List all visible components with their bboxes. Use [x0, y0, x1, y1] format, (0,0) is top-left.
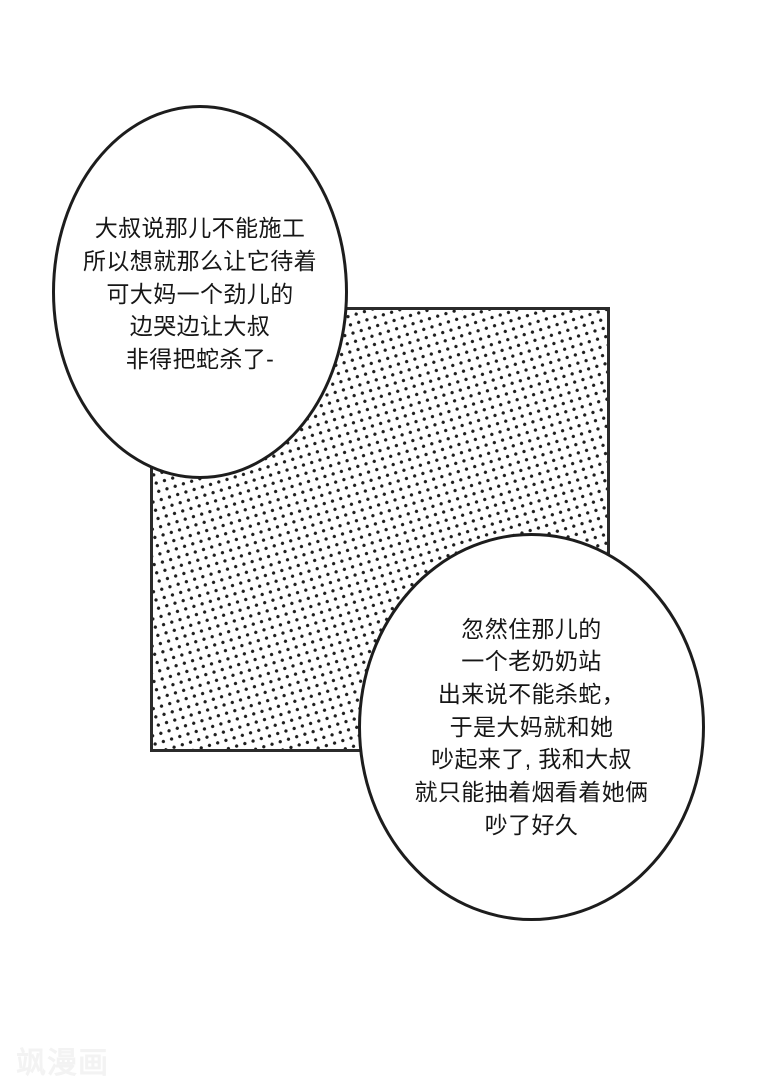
- watermark: 飒漫画: [16, 1047, 109, 1080]
- speech-balloon-top-left-text: 大叔说那儿不能施工 所以想就那么让它待着 可大妈一个劲儿的 边哭边让大叔 非得把…: [83, 215, 317, 372]
- speech-balloon-bottom-right: 忽然住那儿的 一个老奶奶站 出来说不能杀蛇， 于是大妈就和她 吵起来了, 我和大…: [358, 533, 705, 921]
- speech-balloon-top-left: 大叔说那儿不能施工 所以想就那么让它待着 可大妈一个劲儿的 边哭边让大叔 非得把…: [52, 105, 348, 479]
- speech-balloon-bottom-right-text: 忽然住那儿的 一个老奶奶站 出来说不能杀蛇， 于是大妈就和她 吵起来了, 我和大…: [414, 615, 649, 838]
